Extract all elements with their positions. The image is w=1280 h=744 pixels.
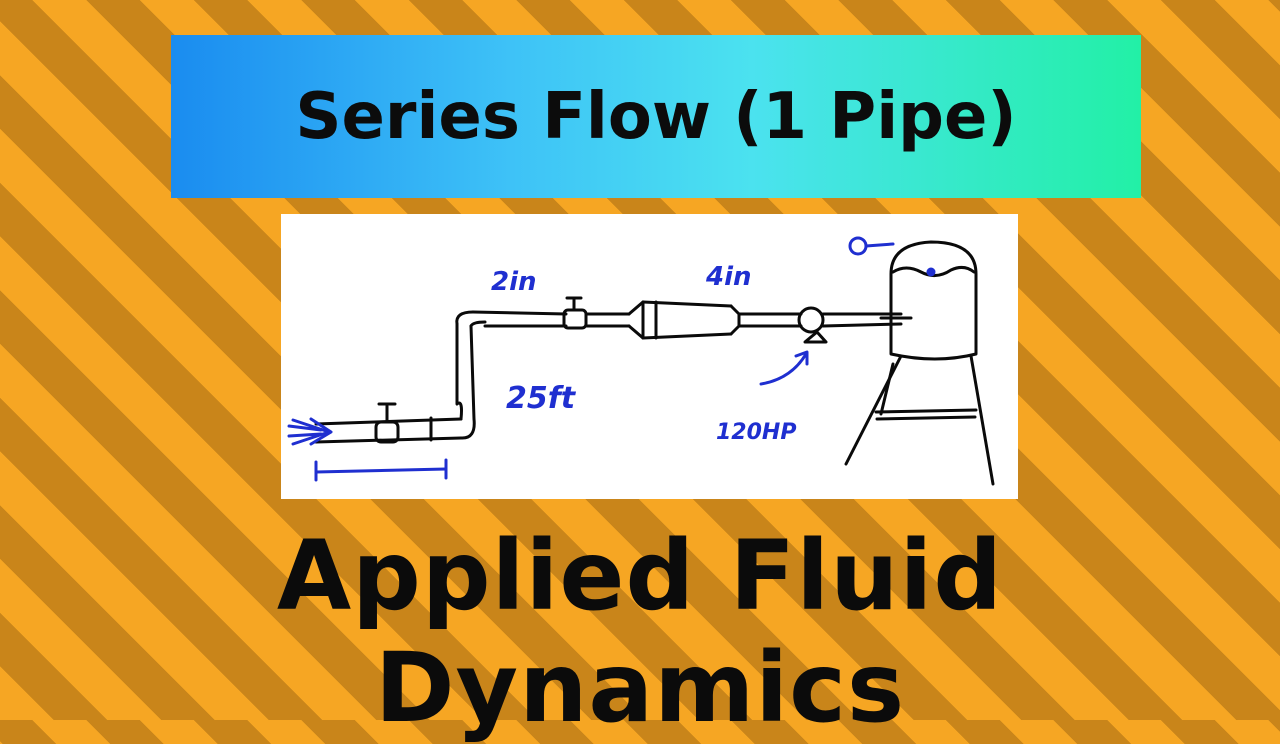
pipe-system-sketch: 2in 4in 25ft 120HP [281, 214, 1018, 499]
pipe-sketch-drawing [287, 236, 995, 486]
title-banner: Series Flow (1 Pipe) [171, 35, 1141, 198]
pipe-length-25ft-label: 25ft [506, 381, 576, 416]
banner-title: Series Flow (1 Pipe) [295, 79, 1017, 154]
pipe-diameter-2in-label: 2in [491, 267, 537, 297]
pump-power-label: 120HP [716, 420, 797, 445]
footer-title: Applied Fluid Dynamics [276, 520, 1004, 744]
pipe-diameter-4in-label: 4in [706, 262, 752, 292]
